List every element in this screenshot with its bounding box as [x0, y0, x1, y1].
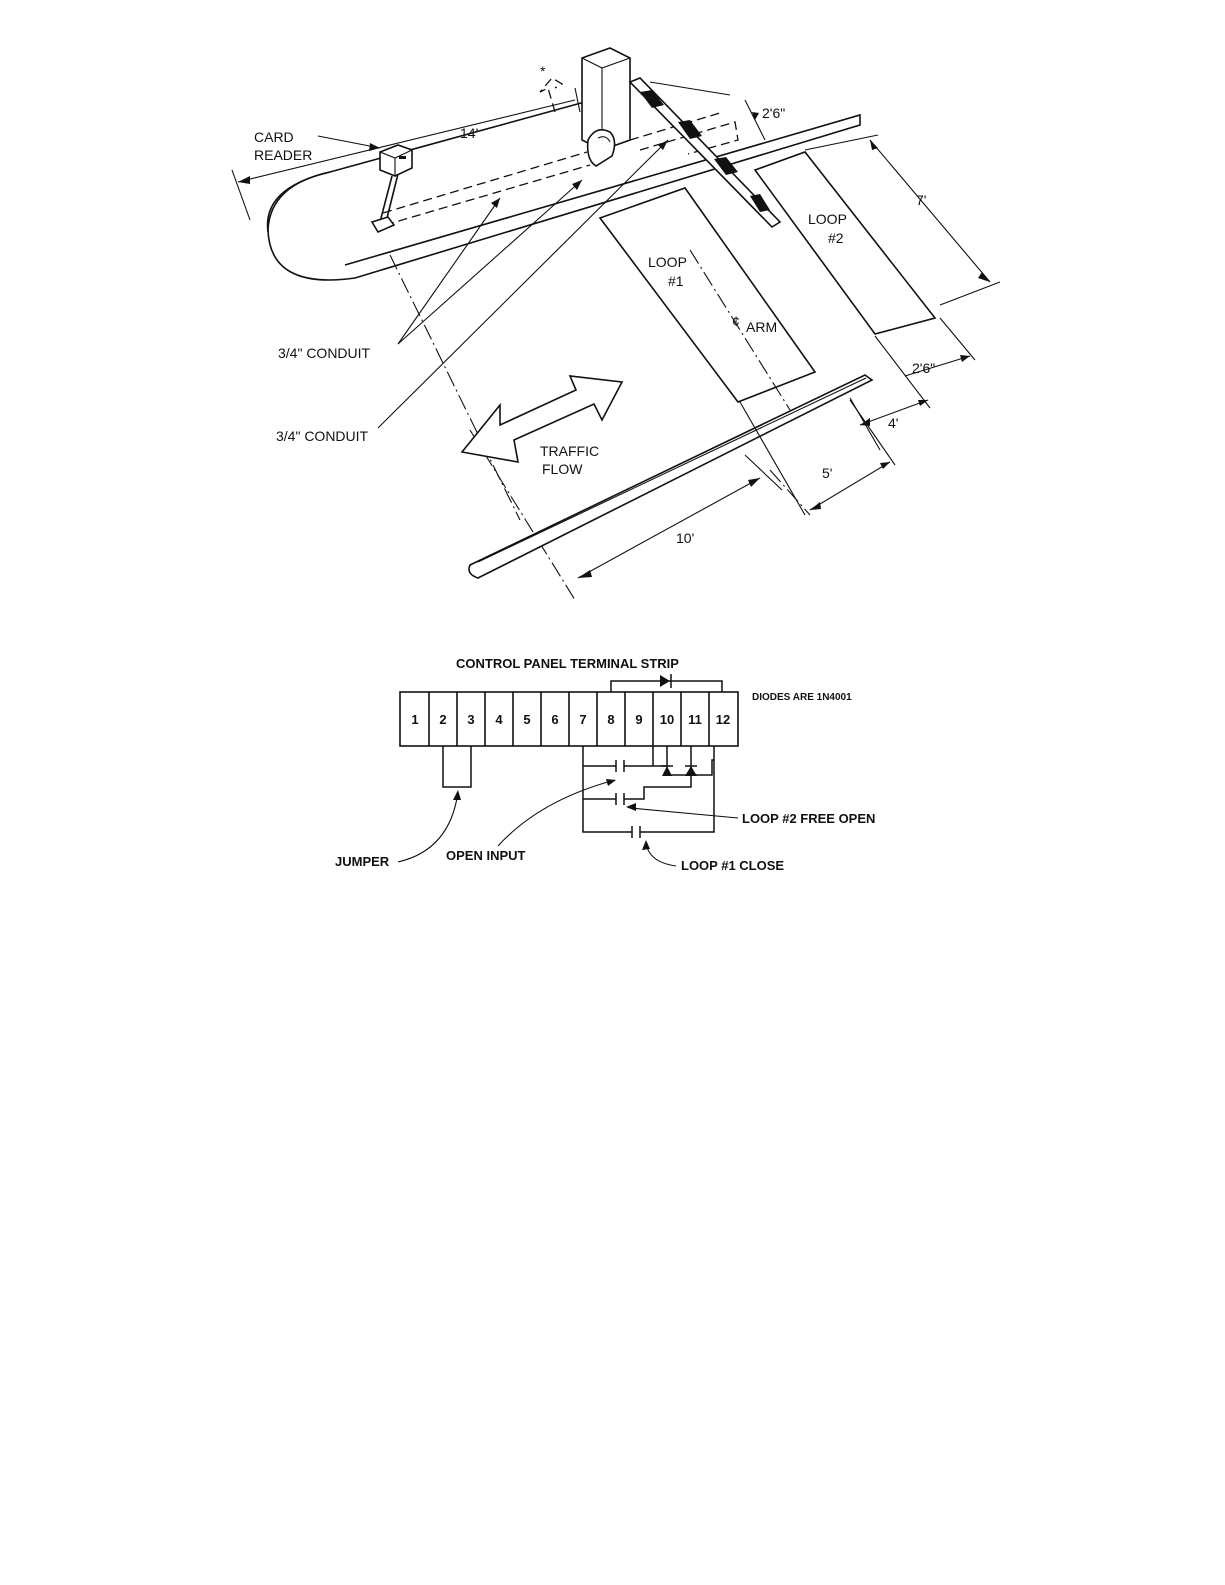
island — [268, 100, 860, 280]
dim-arm-offset: 2'6" — [762, 105, 785, 121]
terminal-1: 1 — [411, 712, 418, 727]
loop2-free-open-label: LOOP #2 FREE OPEN — [742, 811, 875, 826]
conduit-label-2: 3/4" CONDUIT — [276, 428, 369, 444]
jumper-wire — [443, 746, 471, 787]
centerline-symbol: ¢ — [732, 313, 740, 329]
terminal-2: 2 — [439, 712, 446, 727]
site-plan: * LOOP #1 LOOP #2 ¢ ARM TRAFFIC FLOW CAR… — [232, 48, 1000, 600]
loop1-leader — [646, 842, 676, 866]
traffic-label-2: FLOW — [542, 461, 583, 477]
dim-10: 10' — [676, 530, 694, 546]
dim-4: 4' — [888, 415, 898, 431]
loop-2-label-1: LOOP — [808, 211, 847, 227]
asterisk-label: * — [540, 63, 546, 79]
terminal-11: 11 — [688, 712, 702, 727]
asterisk-arrow — [540, 78, 562, 112]
loop2-leader — [630, 808, 738, 818]
card-reader-label-2: READER — [254, 147, 312, 163]
terminal-strip-title: CONTROL PANEL TERMINAL STRIP — [456, 656, 679, 671]
loop-1-label-1: LOOP — [648, 254, 687, 270]
bottom-wiring — [583, 746, 714, 838]
curb — [469, 375, 872, 578]
loop-2-label-2: #2 — [828, 230, 844, 246]
gate-operator — [582, 48, 630, 166]
jumper-label: JUMPER — [335, 854, 390, 869]
terminal-3: 3 — [467, 712, 474, 727]
loop-1-label-2: #1 — [668, 273, 684, 289]
conduit-label-1: 3/4" CONDUIT — [278, 345, 371, 361]
dim-14: 14' — [460, 125, 478, 141]
terminal-12: 12 — [716, 712, 730, 727]
centerline-right — [770, 470, 810, 515]
arm-label: ARM — [746, 319, 777, 335]
diodes-note: DIODES ARE 1N4001 — [752, 692, 852, 703]
dim-7: 7' — [916, 192, 926, 208]
loop1-close-label: LOOP #1 CLOSE — [681, 858, 784, 873]
traffic-label-1: TRAFFIC — [540, 443, 599, 459]
terminal-4: 4 — [495, 712, 503, 727]
terminal-9: 9 — [635, 712, 642, 727]
dim-loop-gap: 2'6" — [912, 360, 935, 376]
loop-1 — [600, 188, 815, 402]
terminal-5: 5 — [523, 712, 530, 727]
terminal-7: 7 — [579, 712, 586, 727]
terminal-10: 10 — [660, 712, 674, 727]
open-input-label: OPEN INPUT — [446, 848, 526, 863]
terminal-6: 6 — [551, 712, 558, 727]
card-reader-label-1: CARD — [254, 129, 294, 145]
terminal-strip: CONTROL PANEL TERMINAL STRIP DIODES ARE … — [335, 656, 875, 873]
open-input-leader — [498, 780, 615, 846]
terminal-8: 8 — [607, 712, 614, 727]
dim-5-line — [740, 400, 895, 515]
loop-2 — [755, 152, 935, 334]
top-diode — [611, 674, 722, 692]
dim-5: 5' — [822, 465, 832, 481]
